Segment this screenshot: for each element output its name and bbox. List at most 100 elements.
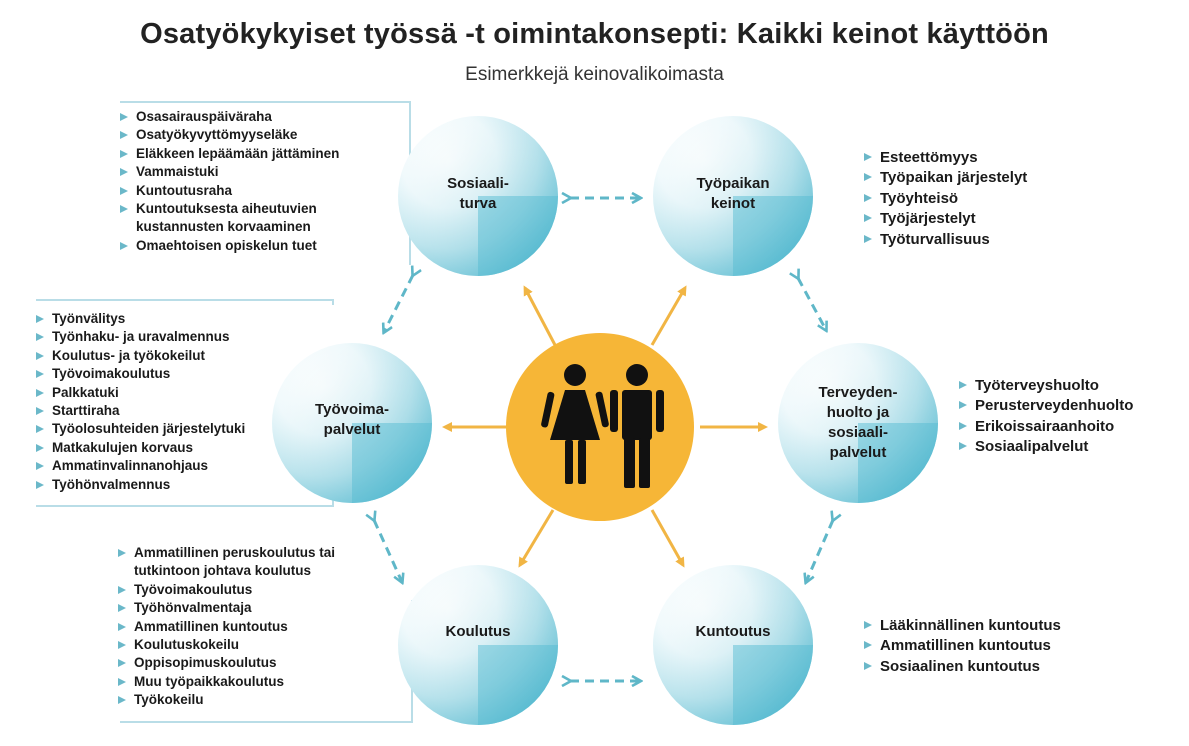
list-item: Starttiraha	[34, 402, 324, 420]
center-arrows	[442, 285, 768, 568]
list-item-text-line: Työhönvalmennus	[52, 476, 171, 492]
list-item: Työjärjestelyt	[862, 209, 1102, 229]
list-item: Osasairauspäiväraha	[118, 108, 408, 126]
list-item-text-line: Kuntoutusraha	[136, 182, 232, 198]
list-item-text-line: kustannusten korvaaminen	[136, 219, 311, 235]
list-item: Lääkinnällinen kuntoutus	[862, 616, 1122, 636]
list-item-text-line: Työvoimakoulutus	[134, 581, 253, 597]
list-item: Koulutuskokeilu	[116, 636, 406, 654]
dashed-links	[374, 198, 833, 681]
list-item: Omaehtoisen opiskelun tuet	[118, 237, 408, 255]
list-item: Esteettömyys	[862, 148, 1102, 168]
node-label-line: palvelut	[829, 444, 887, 461]
list-item-text-line: Osatyökyvyttömyyseläke	[136, 127, 298, 143]
page-title: Osatyökykyiset työssä -t oimintakonsepti…	[140, 18, 1049, 50]
bubble-tyopaikan-keinot	[653, 116, 813, 276]
list-item-text-line: Työhönvalmentaja	[134, 600, 252, 616]
list-item: Työvoimakoulutus	[34, 365, 324, 383]
node-label-koulutus: Koulutus	[428, 622, 528, 642]
list-item-text-line: Työterveyshuolto	[975, 377, 1099, 394]
list-item: Palkkatuki	[34, 384, 324, 402]
list-item-text-line: Kuntoutuksesta aiheutuvien	[136, 201, 317, 217]
link-terveys-kuntoutus	[806, 520, 833, 582]
list-item: Ammatinvalinnanohjaus	[34, 457, 324, 475]
node-label-line: Koulutus	[445, 623, 511, 640]
list-item: Työhönvalmentaja	[116, 599, 406, 617]
list-item: Ammatillinen kuntoutus	[862, 636, 1122, 656]
list-item-text-line: Oppisopimuskoulutus	[134, 655, 277, 671]
list-item-text-line: Ammatillinen kuntoutus	[134, 618, 288, 634]
man-and-woman-icon	[541, 364, 664, 488]
list-item-text-line: Erikoissairaanhoito	[975, 417, 1115, 435]
link-tyovoima-koulutus	[374, 520, 402, 582]
list-item-text-line: Työturvallisuus	[880, 230, 990, 248]
node-label-line: Terveyden-	[818, 384, 898, 401]
list-item-text-line: Osasairauspäiväraha	[136, 109, 272, 124]
list-item-text-line: Työnhaku- ja uravalmennus	[52, 329, 230, 345]
list-item-text-line: Työnvälitys	[52, 311, 126, 326]
list-item-text-line: Työolosuhteiden järjestelytuki	[52, 421, 246, 437]
list-item: Työpaikan järjestelyt	[862, 168, 1102, 188]
list-item-text-line: Vammaistuki	[136, 164, 219, 180]
list-item-text-line: Työvoimakoulutus	[52, 366, 171, 382]
node-label-line: Työpaikan	[696, 175, 770, 192]
list-item: Työnvälitys	[34, 310, 324, 328]
list-item-text-line: Ammatillinen peruskoulutus tai	[134, 545, 336, 560]
list-item-text-line: Työpaikan järjestelyt	[880, 169, 1028, 187]
bubble-kuntoutus	[653, 565, 813, 725]
node-label-line: Kuntoutus	[695, 623, 771, 640]
list-item-text-line: Lääkinnällinen kuntoutus	[880, 617, 1061, 634]
list-item: Muu työpaikkakoulutus	[116, 673, 406, 691]
list-item-text-line: Työkokeilu	[134, 692, 204, 708]
bubble-sosiaaliturva	[398, 116, 558, 276]
list-item: Työturvallisuus	[862, 230, 1102, 250]
list-item: Koulutus- ja työkokeilut	[34, 347, 324, 365]
list-item: Matkakulujen korvaus	[34, 439, 324, 457]
list-item: Osatyökyvyttömyyseläke	[118, 126, 408, 144]
node-label-line: turva	[459, 195, 497, 212]
list-item-text-line: Ammatinvalinnanohjaus	[52, 458, 209, 474]
center-circle	[506, 333, 694, 521]
list-item-text-line: Työjärjestelyt	[880, 210, 976, 228]
list-item: Työolosuhteiden järjestelytuki	[34, 420, 324, 438]
page-subtitle: Esimerkkejä keinovalikoimasta	[465, 64, 724, 85]
list-item-text-line: Koulutuskokeilu	[134, 637, 240, 653]
list-item: Työhönvalmennus	[34, 476, 324, 494]
node-label-line: keinot	[710, 195, 756, 212]
list-item-text-line: Perusterveydenhuolto	[975, 397, 1134, 415]
list-item: Oppisopimuskoulutus	[116, 654, 406, 672]
node-label-tyopaikan-keinot: Työpaikan keinot	[683, 174, 783, 214]
list-item: Sosiaalipalvelut	[957, 437, 1182, 457]
list-item-text-line: Sosiaalipalvelut	[975, 438, 1089, 456]
list-item-text-line: Eläkkeen lepäämään jättäminen	[136, 145, 340, 161]
node-label-tyovoimapalvelut: Työvoima-palvelut	[302, 400, 402, 440]
list-item-text-line: Työyhteisö	[880, 189, 959, 207]
list-item: Ammatillinen peruskoulutus tai tutkintoon…	[116, 544, 406, 581]
list-item: Työnhaku- ja uravalmennus	[34, 328, 324, 346]
list-item-text-line: Palkkatuki	[52, 384, 119, 400]
list-item-text-line: Starttiraha	[52, 403, 120, 419]
list-item-text-line: tutkintoon johtava koulutus	[134, 563, 311, 579]
list-item: Ammatillinen kuntoutus	[116, 618, 406, 636]
list-item: Kuntoutuksesta aiheutuvien kustannusten k…	[118, 200, 408, 237]
list-item-text-line: Esteettömyys	[880, 149, 978, 166]
link-sosiaaliturva-tyovoima	[384, 275, 413, 332]
list-item-text-line: Sosiaalinen kuntoutus	[880, 657, 1041, 675]
list-item: Työkokeilu	[116, 691, 406, 709]
list-item-text-line: Matkakulujen korvaus	[52, 439, 194, 455]
list-item: Eläkkeen lepäämään jättäminen	[118, 145, 408, 163]
bubble-koulutus	[398, 565, 558, 725]
list-item: Erikoissairaanhoito	[957, 417, 1182, 437]
bubble-terveydenhuolto	[778, 343, 938, 503]
bubble-tyovoimapalvelut	[272, 343, 432, 503]
list-item: Työvoimakoulutus	[116, 581, 406, 599]
link-tyopaikka-terveys	[798, 278, 826, 330]
list-item: Työterveyshuolto	[957, 376, 1182, 396]
list-item-text-line: Koulutus- ja työkokeilut	[52, 347, 206, 363]
